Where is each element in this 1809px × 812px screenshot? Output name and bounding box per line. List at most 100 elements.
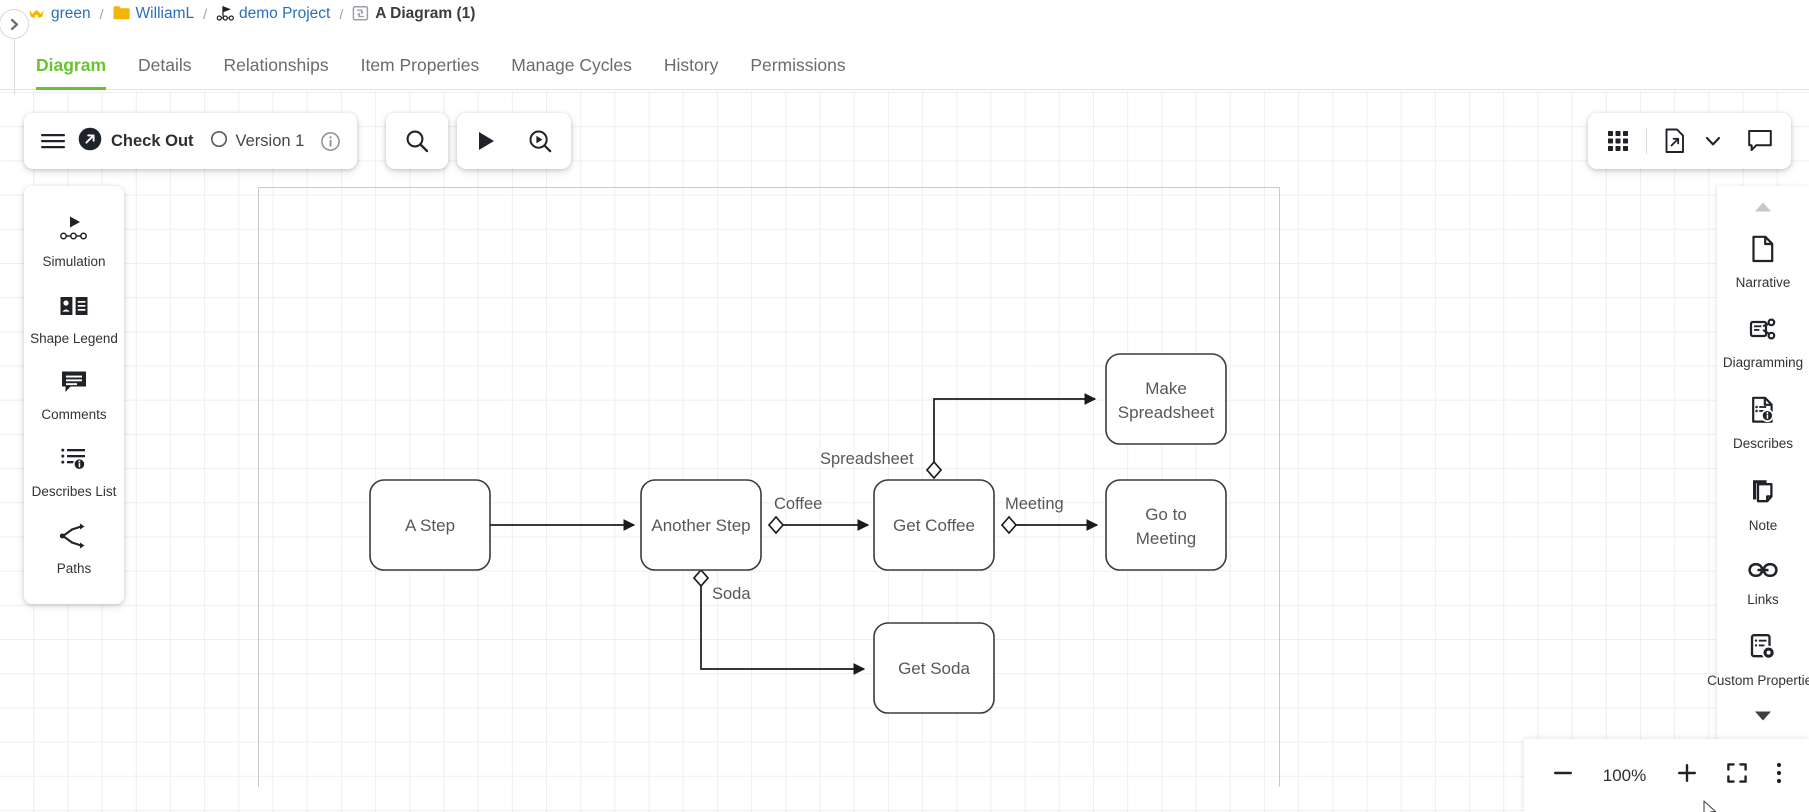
- panel-item-custom-properties[interactable]: Custom Properties: [1707, 621, 1809, 703]
- grid-apps-icon[interactable]: [1606, 129, 1630, 153]
- svg-text:Make: Make: [1145, 379, 1187, 398]
- triangle-up-icon[interactable]: [1752, 194, 1774, 223]
- tab-history[interactable]: History: [663, 55, 719, 75]
- diagram-item-icon: [352, 5, 369, 22]
- panel-item-label: Narrative: [1735, 275, 1791, 290]
- process-flag-icon: [216, 5, 234, 22]
- minus-icon: [1551, 761, 1575, 790]
- more-vertical-icon: [1775, 761, 1783, 790]
- version-selector[interactable]: Version 1: [210, 130, 305, 153]
- check-out-label: Check Out: [111, 131, 194, 150]
- edge-get-coffee-to-go-to-meeting[interactable]: Meeting: [1000, 495, 1099, 535]
- breadcrumb-separator: /: [339, 5, 344, 22]
- panel-item-describes-list[interactable]: Describes List: [24, 435, 124, 512]
- search-icon[interactable]: [404, 128, 430, 154]
- tab-bar: Diagram Details Relationships Item Prope…: [0, 34, 1809, 90]
- edge-label-spreadsheet: Spreadsheet: [820, 450, 914, 468]
- diagramming-icon: [1749, 317, 1777, 348]
- node-get-coffee[interactable]: Get Coffee: [873, 479, 995, 571]
- edge-label-meeting: Meeting: [1005, 495, 1064, 513]
- folder-icon: [113, 5, 130, 22]
- panel-item-shape-legend[interactable]: Shape Legend: [24, 282, 124, 359]
- tab-manage-cycles[interactable]: Manage Cycles: [511, 55, 632, 75]
- panel-item-label: Note: [1748, 517, 1778, 533]
- breadcrumb-item-green[interactable]: green: [28, 5, 91, 23]
- edge-another-step-to-get-coffee[interactable]: Coffee: [767, 495, 870, 535]
- svg-text:Get Soda: Get Soda: [898, 659, 970, 678]
- note-stack-icon: [1749, 478, 1777, 511]
- node-a-step[interactable]: A Step: [369, 479, 491, 571]
- describes-doc-icon: [1750, 396, 1776, 429]
- breadcrumb-label: A Diagram (1): [375, 4, 476, 22]
- breadcrumb: green / WilliamL /: [0, 0, 1809, 27]
- svg-text:Spreadsheet: Spreadsheet: [1118, 403, 1215, 422]
- zoom-out-button[interactable]: [1551, 761, 1575, 790]
- panel-item-label: Shape Legend: [30, 330, 118, 346]
- view-toolbar: [1588, 113, 1791, 169]
- tab-permissions[interactable]: Permissions: [750, 55, 846, 75]
- chevron-down-icon[interactable]: [1703, 131, 1723, 151]
- svg-text:Another Step: Another Step: [651, 516, 750, 535]
- panel-item-simulation[interactable]: Simulation: [24, 204, 124, 282]
- sidebar-rail: [14, 39, 15, 95]
- expand-sidebar-button[interactable]: [0, 9, 29, 39]
- version-circle-icon: [210, 130, 228, 153]
- node-go-to-meeting[interactable]: Go to Meeting: [1105, 479, 1227, 571]
- shape-legend-book-icon: [59, 293, 89, 324]
- panel-item-label: Simulation: [42, 254, 106, 269]
- comment-bubble-icon[interactable]: [1747, 129, 1773, 153]
- panel-item-label: Paths: [56, 560, 92, 576]
- node-another-step[interactable]: Another Step: [640, 479, 762, 571]
- edge-another-step-to-get-soda[interactable]: Soda: [692, 568, 866, 675]
- plus-icon: [1675, 761, 1699, 790]
- toolbar-divider: [1646, 128, 1647, 154]
- custom-properties-icon: [1749, 633, 1777, 666]
- panel-item-note[interactable]: Note: [1717, 466, 1809, 548]
- panel-item-paths[interactable]: Paths: [24, 512, 124, 589]
- breadcrumb-item-demo-project[interactable]: demo Project: [216, 5, 330, 23]
- tab-diagram[interactable]: Diagram: [20, 55, 122, 90]
- version-label: Version 1: [235, 131, 305, 150]
- breadcrumb-separator: /: [203, 5, 207, 22]
- panel-item-comments[interactable]: Comments: [24, 358, 124, 435]
- tab-relationships[interactable]: Relationships: [223, 55, 329, 75]
- svg-text:A Step: A Step: [405, 516, 455, 535]
- panel-item-describes[interactable]: Describes: [1717, 384, 1809, 466]
- breadcrumb-item-williaml[interactable]: WilliamL: [113, 5, 194, 23]
- play-in-circle-icon[interactable]: [519, 128, 561, 154]
- zoom-controls: 100%: [1524, 739, 1809, 812]
- node-make-spreadsheet[interactable]: Make Spreadsheet: [1105, 353, 1227, 445]
- play-icon[interactable]: [467, 129, 505, 153]
- zoom-level-label[interactable]: 100%: [1602, 765, 1647, 785]
- hamburger-menu-icon[interactable]: [40, 131, 66, 151]
- panel-item-diagramming[interactable]: Diagramming: [1717, 305, 1809, 385]
- svg-text:Get Coffee: Get Coffee: [893, 516, 975, 535]
- triangle-down-icon[interactable]: [1752, 703, 1774, 732]
- more-options-button[interactable]: [1775, 761, 1783, 790]
- info-circle-icon[interactable]: [320, 131, 341, 152]
- tab-item-properties[interactable]: Item Properties: [360, 55, 480, 75]
- panel-item-label: Describes: [1732, 436, 1794, 452]
- panel-item-label: Links: [1747, 591, 1779, 607]
- diagram-tools-panel: Simulation Shape Legend: [24, 186, 124, 605]
- simulation-flow-icon: [59, 215, 89, 247]
- fit-to-screen-button[interactable]: [1725, 761, 1749, 790]
- document-export-icon[interactable]: [1663, 128, 1687, 154]
- zoom-in-button[interactable]: [1675, 761, 1699, 790]
- diagram-graph: Coffee Soda Spreadsheet Meeting A Step: [369, 353, 1227, 714]
- crown-icon: [28, 5, 45, 22]
- mouse-cursor: [1703, 800, 1719, 812]
- check-out-button[interactable]: Check Out: [78, 127, 194, 156]
- diagram-canvas[interactable]: Coffee Soda Spreadsheet Meeting A Step: [0, 91, 1809, 812]
- breadcrumb-label: green: [51, 4, 91, 22]
- node-get-soda[interactable]: Get Soda: [873, 622, 995, 714]
- svg-text:Go to: Go to: [1145, 505, 1187, 524]
- tab-details[interactable]: Details: [138, 55, 192, 75]
- breadcrumb-item-a-diagram[interactable]: A Diagram (1): [352, 5, 475, 23]
- panel-item-links[interactable]: Links: [1717, 548, 1809, 622]
- panel-item-narrative[interactable]: Narrative: [1717, 223, 1809, 305]
- panel-item-label: Comments: [41, 407, 107, 423]
- breadcrumb-label: demo Project: [239, 4, 331, 22]
- edge-get-coffee-to-make-spreadsheet[interactable]: Spreadsheet: [820, 393, 1097, 480]
